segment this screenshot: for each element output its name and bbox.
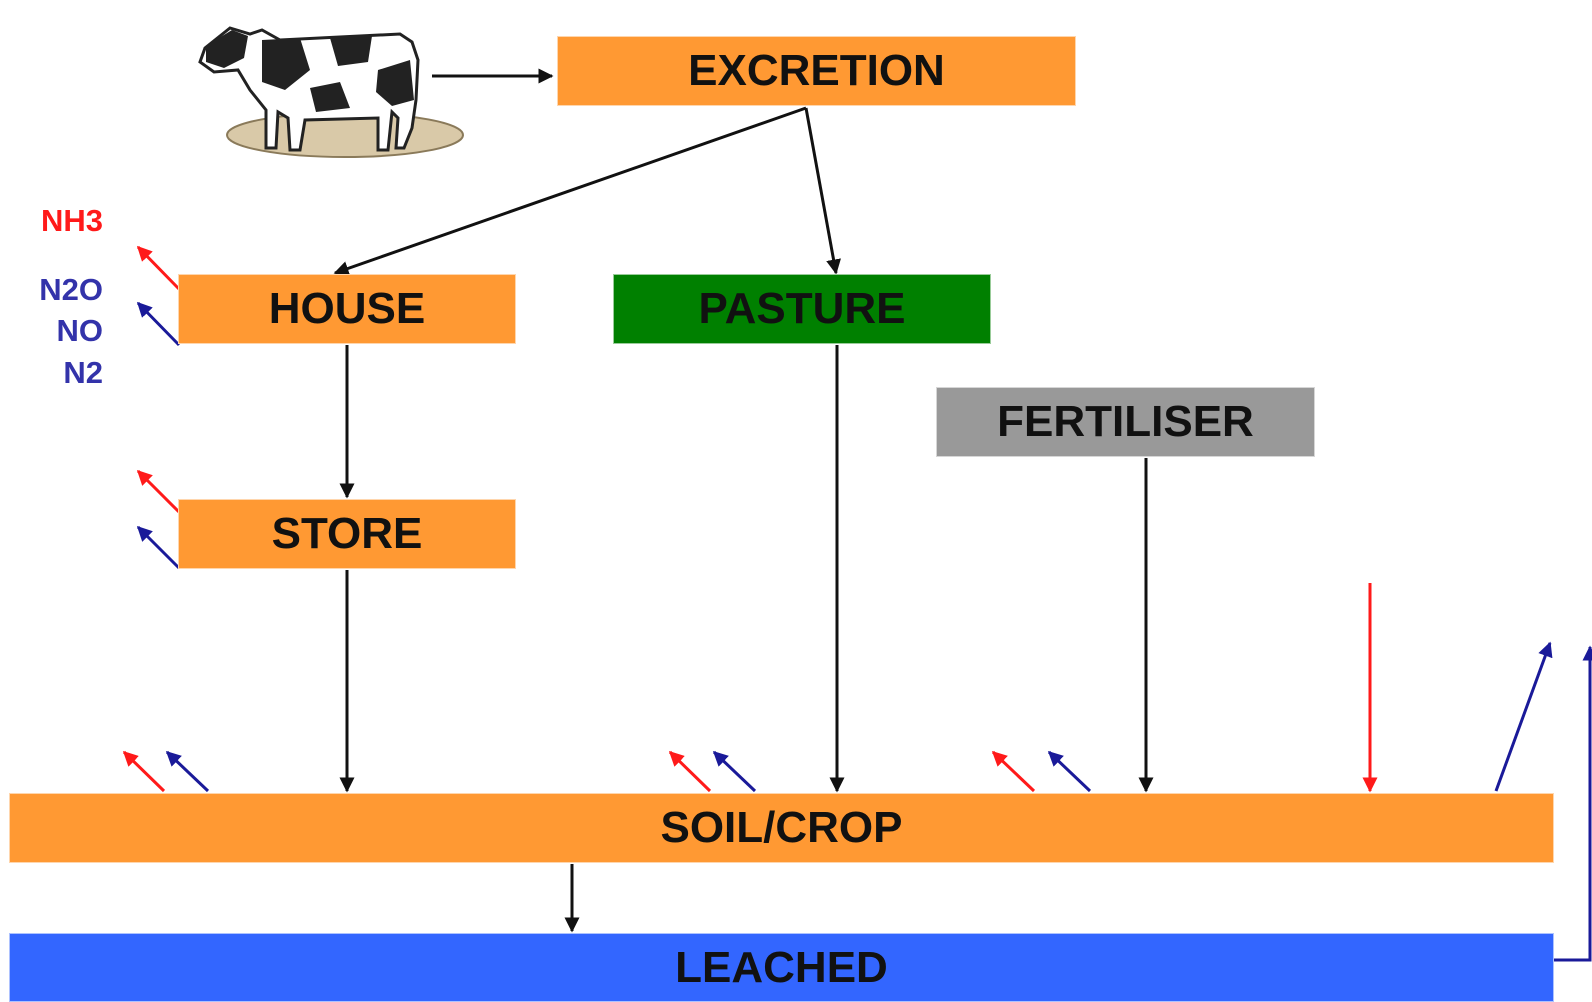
pasture-box: PASTURE <box>613 274 991 344</box>
nh3-arrow-soil-2 <box>668 750 712 793</box>
n2-label: N2 <box>63 355 103 390</box>
cow-icon <box>198 26 464 158</box>
n-gas-arrow-house <box>136 301 181 347</box>
n-gas-arrow-soil-2 <box>712 750 757 793</box>
nh3-arrow-soil-3 <box>991 750 1036 793</box>
nh3-arrow-soil-1 <box>122 750 166 793</box>
nh3-arrow-store <box>136 469 181 514</box>
store-box: STORE <box>178 499 516 569</box>
n-gas-arrow-soil-1 <box>165 750 210 793</box>
nh3-label: NH3 <box>40 203 103 238</box>
arrow-excretion-to-pasture <box>804 107 841 275</box>
nh3-arrow-house <box>136 245 181 291</box>
excretion-box: EXCRETION <box>557 36 1076 106</box>
house-box: HOUSE <box>178 274 516 344</box>
n-gas-output-arrow <box>1494 641 1553 792</box>
arrow-excretion-to-house <box>333 106 807 276</box>
no-label: NO <box>56 313 104 348</box>
fertiliser-box: FERTILISER <box>936 387 1315 457</box>
n-gas-arrow-soil-3 <box>1047 750 1092 793</box>
soil-crop-box: SOIL/CROP <box>9 793 1554 863</box>
n-gas-arrow-store <box>136 525 181 570</box>
leached-return-arrow <box>1552 645 1592 962</box>
n2o-label: N2O <box>39 272 103 307</box>
leached-box: LEACHED <box>9 933 1554 1002</box>
